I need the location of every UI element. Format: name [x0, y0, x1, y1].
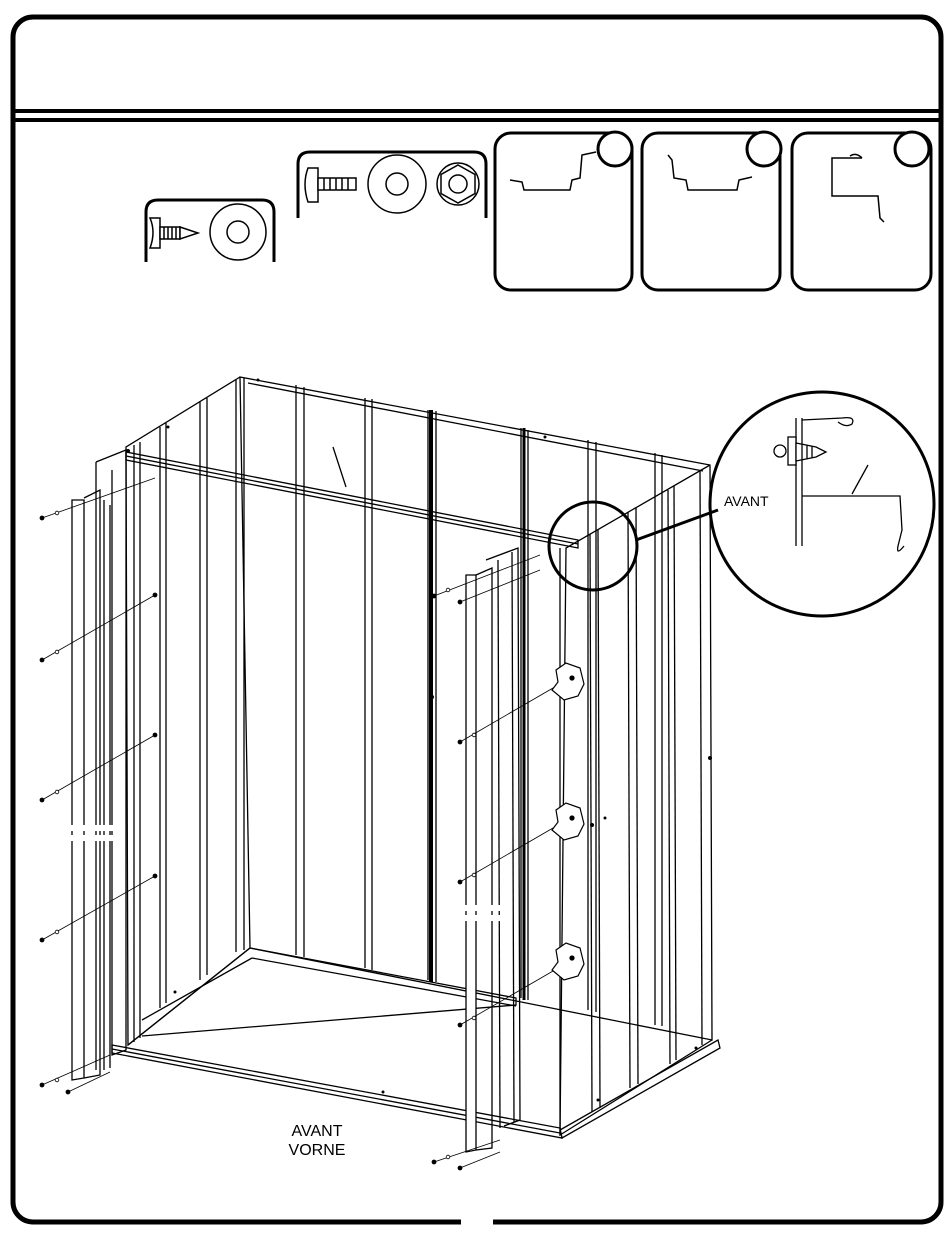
fastener-dots — [126, 379, 712, 1102]
profile-box-2 — [642, 132, 781, 290]
channel-profile-icon — [668, 155, 752, 190]
page-number-gap — [461, 1214, 493, 1226]
profile-box-1 — [495, 132, 632, 290]
detail-label: AVANT — [724, 493, 769, 509]
profile-badge-2 — [747, 132, 781, 166]
bracket-icon — [552, 663, 584, 700]
part-callout-line — [333, 447, 346, 487]
hardware-screw-washer — [146, 200, 274, 262]
detail-screw-icon — [774, 437, 826, 465]
magnify-region — [549, 502, 637, 590]
screw-indicators-right — [432, 555, 572, 1170]
channel-profile-icon — [510, 152, 596, 190]
bracket-icon — [552, 943, 584, 980]
bolt-icon — [305, 168, 356, 202]
right-front-post — [466, 548, 520, 1152]
profile-badge-1 — [598, 132, 632, 166]
shed-frame — [72, 377, 720, 1152]
washer-icon — [210, 204, 266, 260]
left-front-post — [72, 450, 126, 1080]
hex-nut-icon — [437, 163, 479, 205]
page-frame — [13, 17, 941, 1222]
washer-icon — [368, 155, 426, 213]
profile-badge-3 — [895, 132, 929, 166]
detail-callout-line — [852, 465, 868, 494]
front-label-fr: AVANT — [292, 1123, 343, 1140]
detail-contents — [774, 418, 904, 551]
right-base-rail — [560, 1040, 720, 1138]
hardware-bolt-washer-nut — [298, 152, 486, 218]
profile-box-3 — [792, 132, 931, 290]
post-break-marks — [70, 825, 502, 921]
z-profile-icon — [832, 158, 884, 222]
wall-clip-brackets — [552, 663, 584, 980]
bracket-icon — [552, 803, 584, 840]
front-label-de: VORNE — [289, 1142, 346, 1159]
back-wall-ribs — [296, 385, 662, 1026]
tapping-screw-icon — [150, 218, 198, 248]
left-side-wall — [126, 377, 250, 1045]
